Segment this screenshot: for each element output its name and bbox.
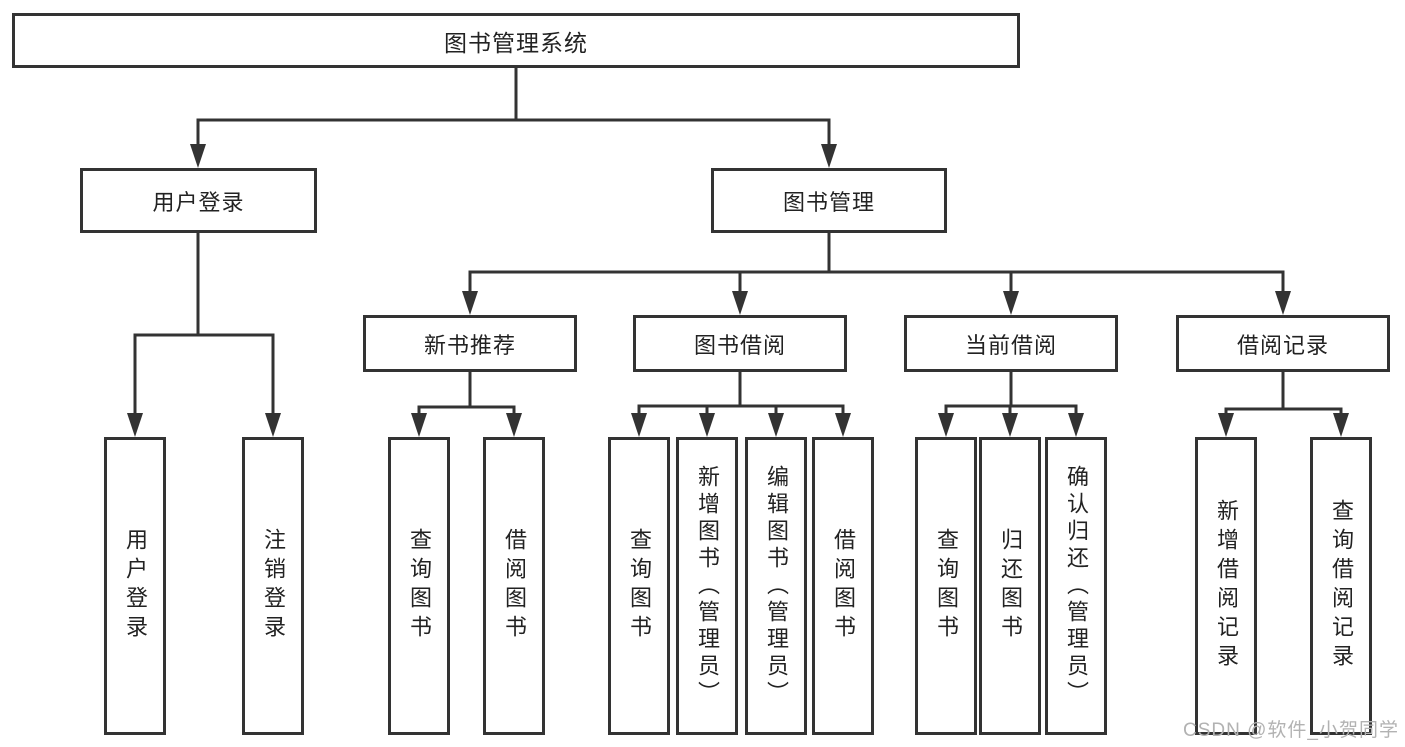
leaf-add-borrow-record: 新增借阅记录 bbox=[1195, 437, 1257, 735]
leaf-add-book-admin: 新增图书（管理员） bbox=[676, 437, 738, 735]
leaf-label: 归还图书 bbox=[998, 528, 1023, 644]
node-label: 用户登录 bbox=[152, 189, 245, 215]
node-label: 图书管理 bbox=[782, 189, 875, 215]
leaf-query-book-recommend: 查询图书 bbox=[388, 437, 450, 735]
leaf-borrow-book: 借阅图书 bbox=[812, 437, 874, 735]
leaf-label: 查询借阅记录 bbox=[1329, 499, 1354, 673]
leaf-label: 注销登录 bbox=[261, 528, 286, 644]
csdn-watermark: CSDN @软件_小贺同学 bbox=[1183, 720, 1399, 741]
node-current-borrow: 当前借阅 bbox=[904, 315, 1118, 372]
node-user-login: 用户登录 bbox=[80, 168, 317, 233]
node-library-management-system: 图书管理系统 bbox=[12, 13, 1020, 68]
leaf-label: 确认归还（管理员） bbox=[1064, 464, 1089, 708]
leaf-edit-book-admin: 编辑图书（管理员） bbox=[745, 437, 807, 735]
node-label: 图书借阅 bbox=[693, 332, 786, 358]
leaf-label: 查询图书 bbox=[934, 528, 959, 644]
node-borrow-record: 借阅记录 bbox=[1176, 315, 1390, 372]
leaf-label: 借阅图书 bbox=[831, 528, 856, 644]
leaf-label: 新增借阅记录 bbox=[1214, 499, 1239, 673]
node-label: 借阅记录 bbox=[1236, 332, 1329, 358]
leaf-logout-login: 注销登录 bbox=[242, 437, 304, 735]
node-label: 图书管理系统 bbox=[444, 29, 588, 56]
node-new-book-recommend: 新书推荐 bbox=[363, 315, 577, 372]
leaf-label: 编辑图书（管理员） bbox=[764, 464, 789, 708]
leaf-label: 用户登录 bbox=[123, 528, 148, 644]
leaf-borrow-book-recommend: 借阅图书 bbox=[483, 437, 545, 735]
leaf-return-book: 归还图书 bbox=[979, 437, 1041, 735]
leaf-label: 新增图书（管理员） bbox=[695, 464, 720, 708]
leaf-label: 查询图书 bbox=[627, 528, 652, 644]
node-label: 当前借阅 bbox=[964, 332, 1057, 358]
node-book-borrow: 图书借阅 bbox=[633, 315, 847, 372]
leaf-confirm-return-admin: 确认归还（管理员） bbox=[1045, 437, 1107, 735]
leaf-query-book-current: 查询图书 bbox=[915, 437, 977, 735]
node-book-management: 图书管理 bbox=[711, 168, 947, 233]
leaf-query-borrow-record: 查询借阅记录 bbox=[1310, 437, 1372, 735]
leaf-label: 查询图书 bbox=[407, 528, 432, 644]
leaf-label: 借阅图书 bbox=[502, 528, 527, 644]
leaf-user-login: 用户登录 bbox=[104, 437, 166, 735]
node-label: 新书推荐 bbox=[423, 332, 516, 358]
leaf-query-book-borrow: 查询图书 bbox=[608, 437, 670, 735]
